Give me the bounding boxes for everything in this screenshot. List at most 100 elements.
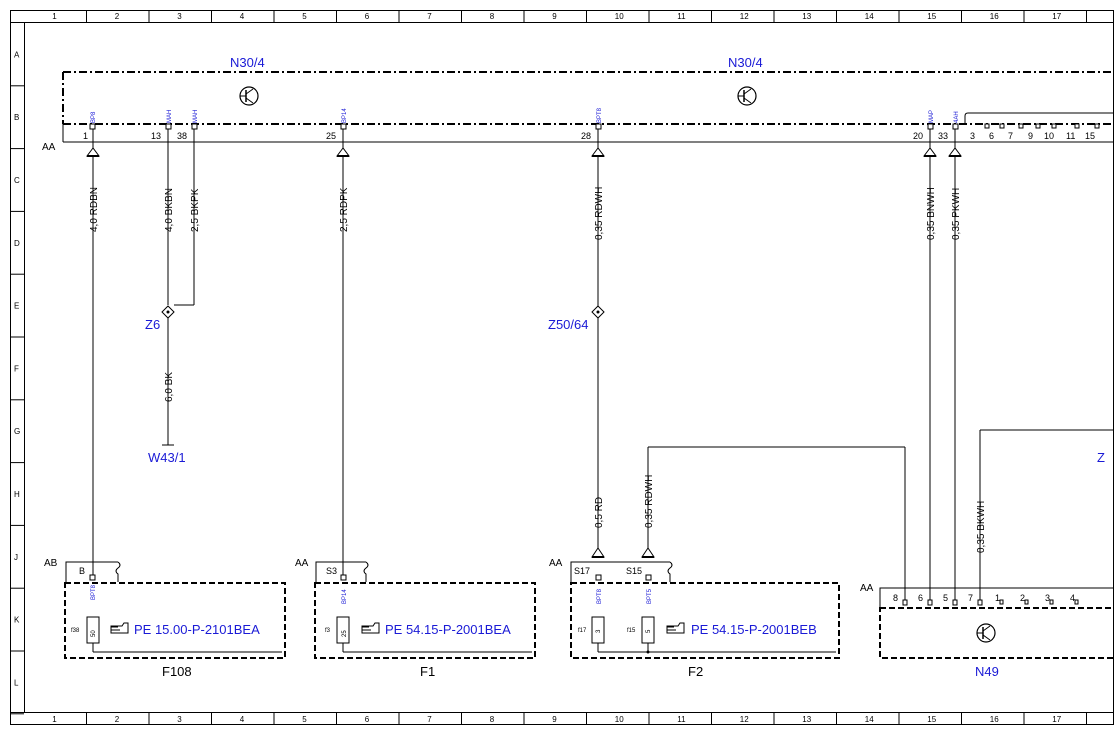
pin-number: 7 [1008,131,1013,141]
pin-10-right: 10 [1044,123,1057,141]
grid-column-label: 7 [427,715,432,724]
grid-column-label: 3 [177,715,182,724]
grid-row-label: F [14,364,19,373]
connector-triangles-top [86,147,962,157]
wire-label: 0,5 RD [594,497,605,528]
grid-column-label: 12 [740,12,749,21]
grid-column-label: 6 [365,12,370,21]
grid-column-label: 9 [552,12,557,21]
grid-column-label: 2 [115,12,120,21]
grid-column-label: 12 [740,715,749,724]
pin-number: 2 [1020,593,1025,603]
splice-z50-64: Z50/64 [548,305,605,332]
reference-link[interactable]: PE 54.15-P-2001BEA [385,622,511,637]
wire-label: 0,35 BKWH [976,501,987,553]
wire-label: 0,35 RDWH [644,475,655,528]
grid-column-label: 11 [677,715,686,724]
drawing-frame [10,10,1114,725]
fuse-box-name: F108 [162,664,192,679]
pin-label: B [79,566,85,576]
wire-labels: 4,0 RDBN 4,0 BKBN 2,5 BKPK 2,5 RDPK 0,35… [89,187,987,553]
pin-number: 28 [581,131,591,141]
wire-label: 2,5 RDPK [339,187,350,232]
bp-label: MAP [929,110,935,123]
bp-label: BP14 [342,108,348,123]
grid-column-label: 15 [927,12,936,21]
grid-row-label: K [14,616,20,625]
bp-label: BPT8 [91,584,97,600]
grid-row-label: L [14,678,19,687]
pin-number: 13 [151,131,161,141]
wire-label: 4,0 RDBN [89,187,100,232]
fuse-id: f38 [71,628,80,634]
fuse-box-name: F2 [688,664,703,679]
n30-4-label-left: N30/4 [230,55,265,70]
grid-column-label: 8 [490,715,495,724]
fuse-rating: 5 [646,629,652,633]
top-pin-row: BP8 1 MAH 13 MAH 38 BP14 25 BPT8 28 MAP … [83,107,1100,141]
pin-6-right: 6 [989,123,1005,141]
wires [92,129,1114,600]
reference-link[interactable]: PE 15.00-P-2101BEA [134,622,260,637]
fuse-id: f17 [578,628,587,634]
grid-row-label: C [14,176,20,185]
splice-z6: Z6 [145,305,175,332]
connector-aa-label: AA [860,583,874,594]
pin-13: MAH 13 [151,110,173,141]
bp-label: MAH [193,110,199,123]
grid-column-label: 1 [52,715,57,724]
grid-row-label: B [14,113,19,122]
pin-9-right: 9 [1028,123,1041,141]
fuse-box-f2: AA S17 S15 BPT8 BPT5 3 f17 5 f15 PE 54.1… [549,558,840,679]
pin-number: 1 [83,131,88,141]
pin-label: S15 [626,566,642,576]
hand-pointer-icon [110,622,129,634]
fuse-rating: 25 [342,630,348,637]
pin-7-right: 7 [1008,123,1024,141]
grid-column-label: 10 [615,12,624,21]
n30-4-module: N30/4 N30/4 AA [42,55,1114,153]
pin-number: 7 [968,593,973,603]
bp-label: 4AH [954,111,960,123]
pin-number: 6 [989,131,994,141]
transistor-icon [976,623,996,643]
module-label-partial: Z [1097,450,1105,465]
pin-38: MAH 38 [177,110,199,141]
connector-ab-label: AB [44,558,58,569]
n49-module: AA 8 6 5 7 1 2 3 4 N49 [860,583,1114,679]
grid-row-label: G [14,427,20,436]
connector-triangles-f2 [591,547,655,558]
pin-number: 5 [943,593,948,603]
grid-row-label: E [14,302,19,311]
wire-label: 0,35 RDWH [594,187,605,240]
grid-column-label: 17 [1052,12,1061,21]
grid-column-label: 9 [552,715,557,724]
grid-row-label: D [14,239,20,248]
reference-link[interactable]: PE 54.15-P-2001BEB [691,622,817,637]
wire-label: 2,5 BKPK [190,188,201,232]
wire-label: 6,0 BK [164,372,175,402]
pin-label: S3 [326,566,337,576]
pin-number: 1 [995,593,1000,603]
grid-column-label: 2 [115,715,120,724]
pin-number: 20 [913,131,923,141]
wire-label: 0,35 BNWH [926,187,937,240]
fuse-id: f15 [627,628,636,634]
grid-column-label: 6 [365,715,370,724]
pin-number: 11 [1066,131,1075,141]
grid-row-label: A [14,50,20,59]
grid-column-label: 13 [802,12,811,21]
fuse-id: f3 [325,628,331,634]
grid-column-label: 14 [865,715,874,724]
grid-column-label: 7 [427,12,432,21]
grid-column-label: 8 [490,12,495,21]
bp-label: BP8 [91,111,97,123]
pin-15-right: 15 [1085,123,1100,141]
fuse-rating: 3 [596,629,602,633]
connector-aa-label: AA [549,558,563,569]
transistor-icon [239,86,259,106]
